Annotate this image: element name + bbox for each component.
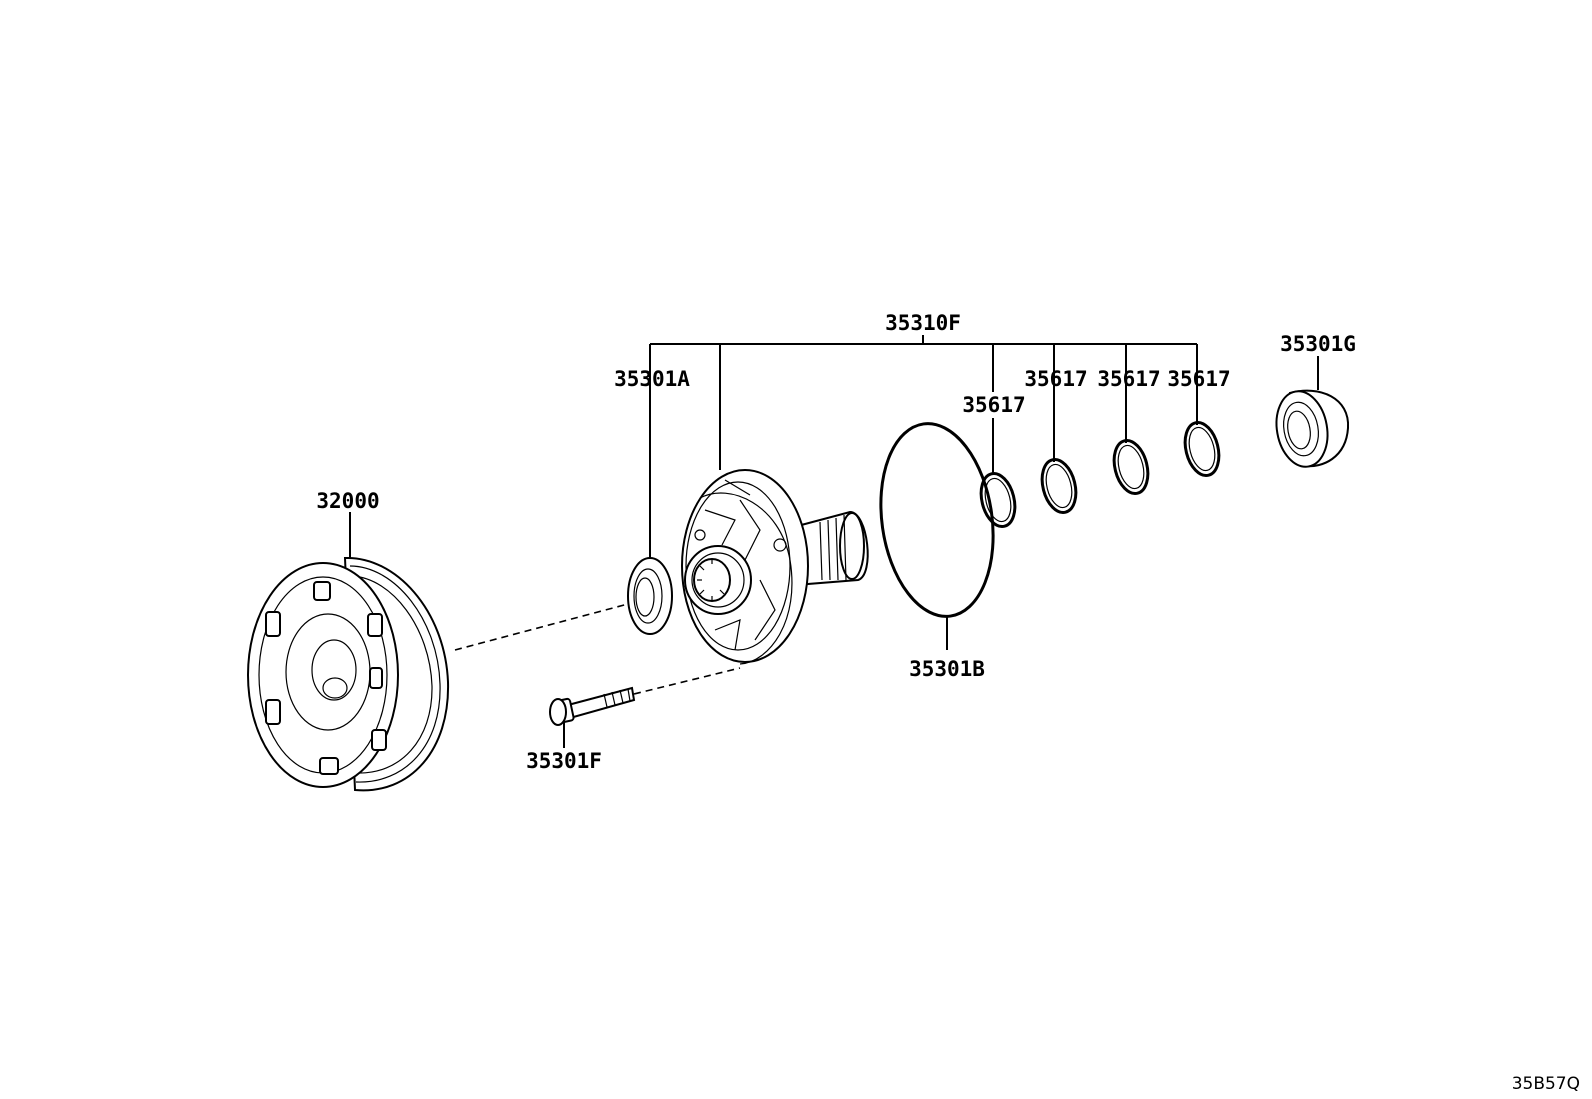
torque-converter[interactable] xyxy=(247,512,450,792)
assembly-bracket xyxy=(649,335,1198,560)
seal-ring-1[interactable] xyxy=(976,470,1020,530)
oil-pump-body[interactable] xyxy=(681,469,869,665)
diagram-code: 35B57Q xyxy=(1512,1074,1580,1094)
label-35310F: 35310F xyxy=(885,311,961,335)
seal-ring-4[interactable] xyxy=(1180,419,1224,479)
seal-ring-3[interactable] xyxy=(1109,437,1153,497)
alignment-lines xyxy=(454,603,741,695)
label-35301A: 35301A xyxy=(614,367,690,391)
label-35301F: 35301F xyxy=(526,749,602,773)
seal-ring-2[interactable] xyxy=(1037,456,1081,516)
label-35617-c: 35617 xyxy=(1097,367,1160,391)
label-35617-a: 35617 xyxy=(962,393,1025,417)
label-32000: 32000 xyxy=(316,489,379,513)
bolt[interactable] xyxy=(549,686,636,748)
label-35617-d: 35617 xyxy=(1167,367,1230,391)
label-35301G: 35301G xyxy=(1280,332,1356,356)
label-35617-b: 35617 xyxy=(1024,367,1087,391)
label-35301B: 35301B xyxy=(909,657,985,681)
o-ring[interactable] xyxy=(869,416,1005,650)
bearing[interactable] xyxy=(1271,356,1350,471)
oil-seal-front[interactable] xyxy=(627,557,673,635)
